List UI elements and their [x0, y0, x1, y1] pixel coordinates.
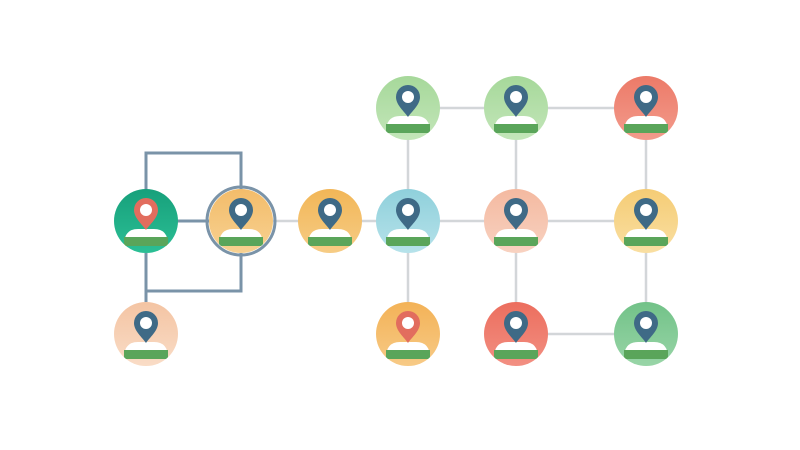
- base-band: [624, 237, 668, 246]
- pin-dot: [140, 204, 152, 216]
- base-band: [219, 237, 263, 246]
- pin-dot: [324, 204, 336, 216]
- node-green-top-1: [376, 76, 440, 140]
- base-band: [624, 124, 668, 133]
- pin-dot: [640, 91, 652, 103]
- node-green-top-2: [484, 76, 548, 140]
- node-orange-bottom: [376, 302, 440, 366]
- base-band: [386, 350, 430, 359]
- base-band: [494, 350, 538, 359]
- base-band: [308, 237, 352, 246]
- pin-dot: [510, 317, 522, 329]
- node-teal-root: [114, 189, 178, 253]
- node-peach-child: [114, 302, 178, 366]
- pin-dot: [235, 204, 247, 216]
- hierarchy-bracket: [144, 151, 243, 302]
- base-band: [124, 237, 168, 246]
- pin-dot: [640, 317, 652, 329]
- base-band: [124, 350, 168, 359]
- base-band: [386, 237, 430, 246]
- node-red-top: [614, 76, 678, 140]
- pin-dot: [402, 317, 414, 329]
- base-band: [494, 124, 538, 133]
- base-band: [386, 124, 430, 133]
- pin-dot: [140, 317, 152, 329]
- bracket-top: [144, 151, 243, 190]
- node-yellow-mid: [614, 189, 678, 253]
- node-orange-link: [298, 189, 362, 253]
- node-orange-hub: [205, 185, 277, 257]
- base-band: [624, 350, 668, 359]
- pin-dot: [510, 91, 522, 103]
- node-ring: [205, 185, 277, 257]
- node-red-bottom: [484, 302, 548, 366]
- person-nodes: [114, 76, 678, 366]
- node-green-bottom: [614, 302, 678, 366]
- node-peach-mid: [484, 189, 548, 253]
- bracket-bottom: [144, 253, 243, 293]
- pin-dot: [402, 204, 414, 216]
- base-band: [494, 237, 538, 246]
- pin-dot: [510, 204, 522, 216]
- pin-dot: [402, 91, 414, 103]
- pin-dot: [640, 204, 652, 216]
- node-blue-center: [376, 189, 440, 253]
